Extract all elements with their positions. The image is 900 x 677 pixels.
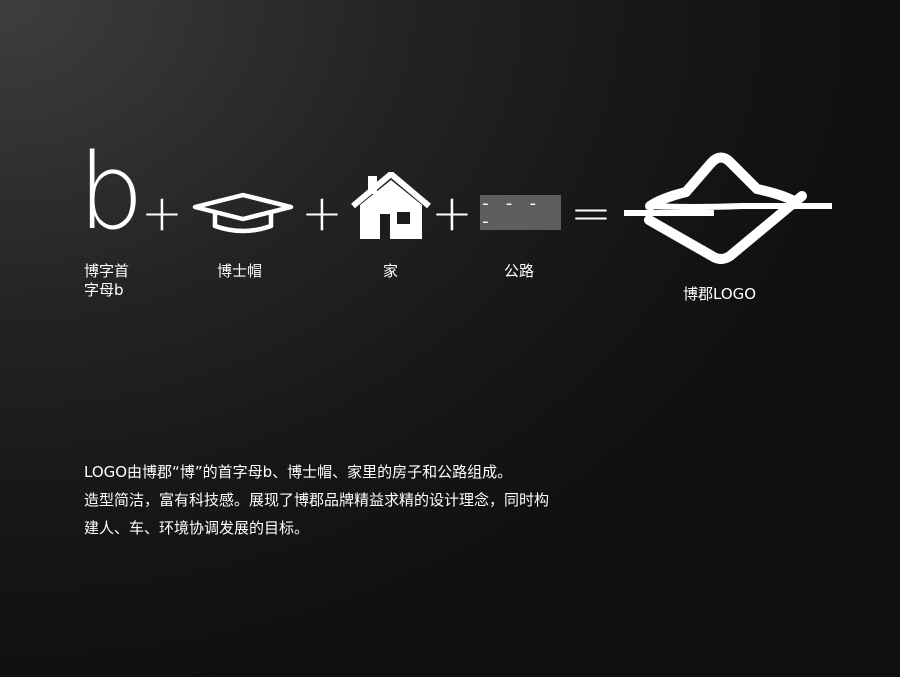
road-icon: - - - - bbox=[480, 192, 561, 232]
equals-sign: = bbox=[570, 184, 612, 242]
label-letter-line2: 字母b bbox=[84, 281, 124, 299]
label-letter-line1: 博字首 bbox=[84, 262, 130, 280]
house-icon bbox=[351, 172, 431, 239]
bojun-logo-icon bbox=[624, 152, 832, 264]
description-line-2: 造型简洁，富有科技感。展现了博郡品牌精益求精的设计理念，同时构 bbox=[84, 491, 550, 509]
label-cap: 博士帽 bbox=[217, 262, 263, 280]
label-house: 家 bbox=[383, 262, 399, 280]
description-line-3: 建人、车、环境协调发展的目标。 bbox=[84, 519, 310, 537]
plus-sign-1: + bbox=[141, 184, 183, 242]
label-logo: 博郡LOGO bbox=[683, 285, 757, 303]
road-dashes: - - - - bbox=[480, 192, 540, 232]
letter-b: b bbox=[78, 131, 144, 253]
label-road: 公路 bbox=[504, 262, 535, 280]
plus-sign-2: + bbox=[301, 184, 343, 242]
description: LOGO由博郡“博”的首字母b、博士帽、家里的房子和公路组成。 造型简洁，富有科… bbox=[84, 458, 644, 542]
description-line-1: LOGO由博郡“博”的首字母b、博士帽、家里的房子和公路组成。 bbox=[84, 463, 513, 481]
graduation-cap-icon bbox=[192, 192, 294, 234]
plus-sign-3: + bbox=[431, 184, 473, 242]
